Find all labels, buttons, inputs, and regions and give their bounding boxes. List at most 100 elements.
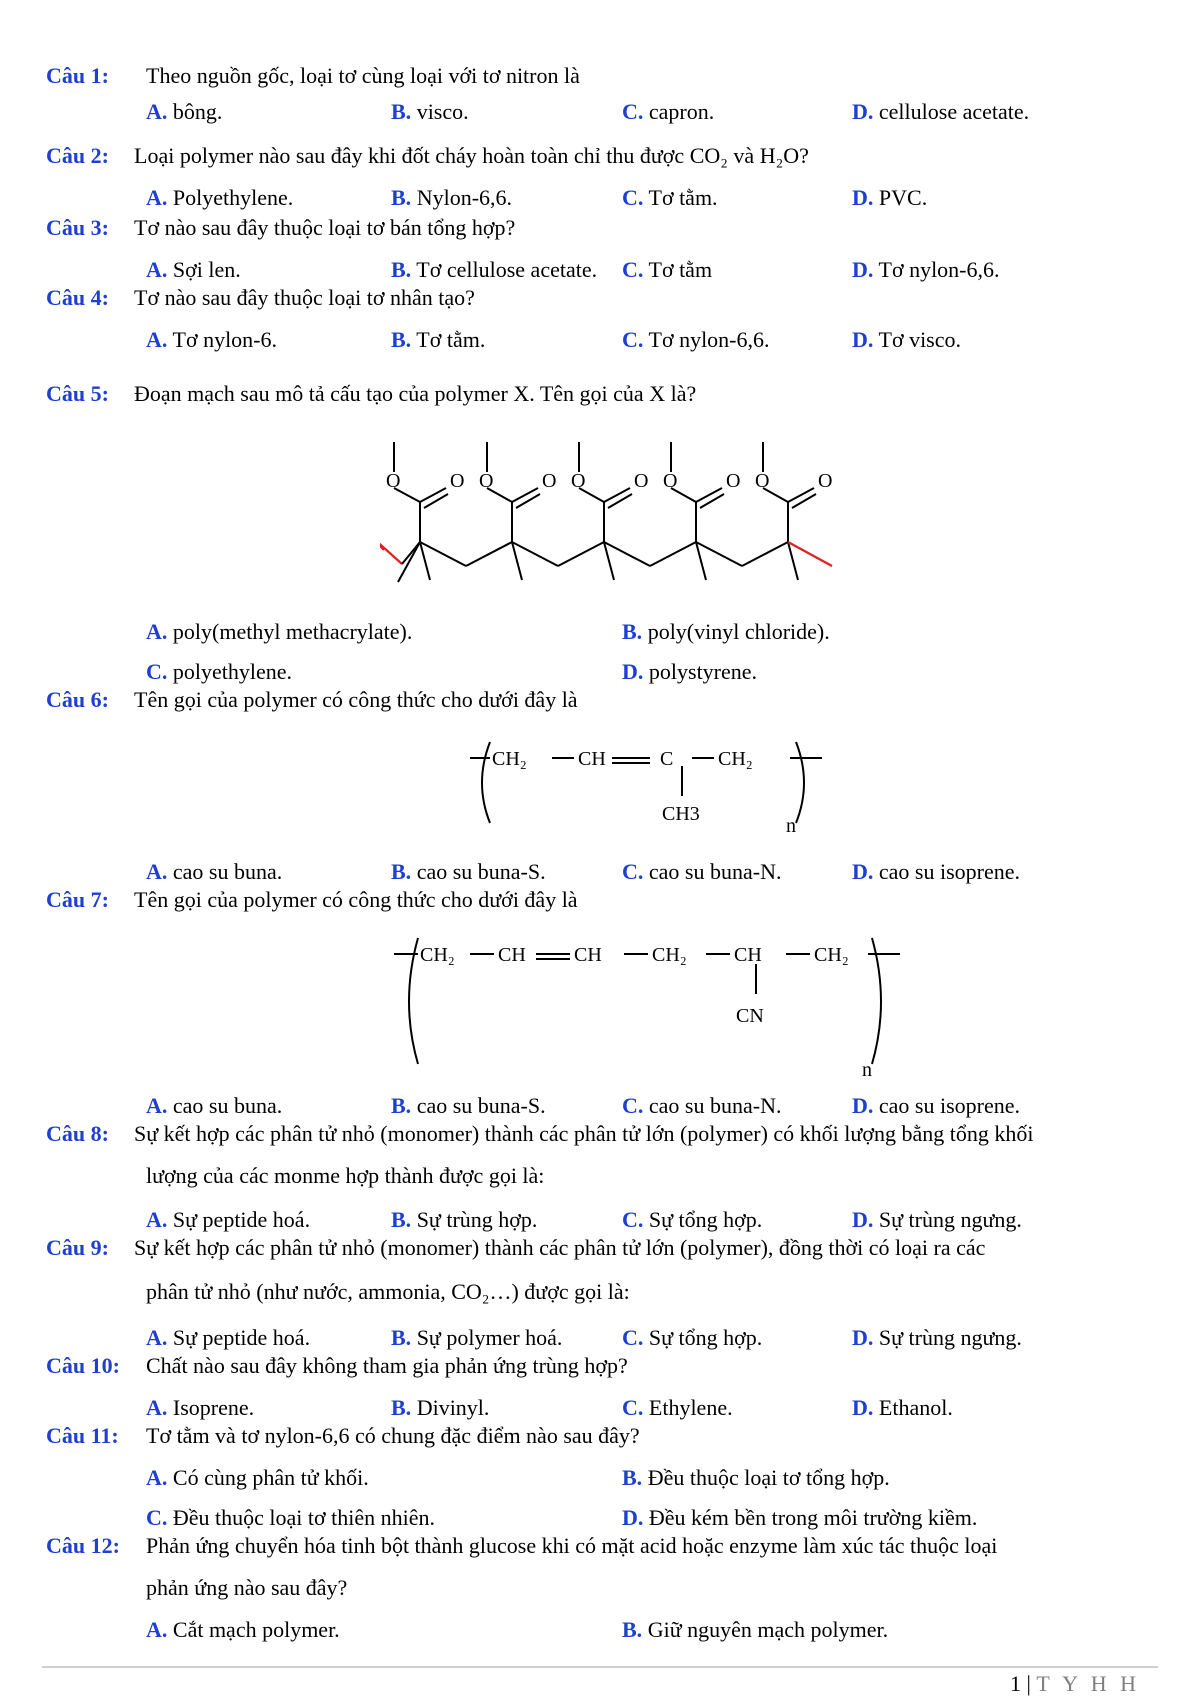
- option-c[interactable]: C. capron.: [622, 99, 715, 124]
- option-a[interactable]: A. Sợi len.: [146, 257, 241, 282]
- option-a[interactable]: A. Sự peptide hoá.: [146, 1207, 311, 1232]
- svg-text:CH: CH: [574, 944, 602, 966]
- question-3: Câu 3: Tơ nào sau đây thuộc loại tơ bán t…: [46, 214, 515, 242]
- question-8: Câu 8:Sự kết hợp các phân tử nhỏ (monome…: [46, 1120, 1033, 1148]
- option-c[interactable]: C. Sự tổng hợp.: [622, 1207, 763, 1232]
- option-b[interactable]: B. Tơ cellulose acetate.: [391, 257, 598, 282]
- option-a[interactable]: A. Có cùng phân tử khối.: [146, 1465, 369, 1490]
- svg-text:CH: CH: [734, 944, 762, 966]
- svg-text:CH: CH: [498, 944, 526, 966]
- svg-text:O: O: [450, 470, 464, 492]
- footer-separator: |: [1026, 1671, 1031, 1696]
- option-b[interactable]: B. Sự trùng hợp.: [391, 1207, 538, 1232]
- option-b[interactable]: B. Sự polymer hoá.: [391, 1325, 563, 1350]
- option-a[interactable]: A. cao su buna.: [146, 1093, 283, 1118]
- question-number: Câu 12:: [46, 1533, 120, 1558]
- option-b[interactable]: B. Giữ nguyên mạch polymer.: [622, 1617, 889, 1642]
- question-number: Câu 2:: [46, 143, 109, 168]
- option-b[interactable]: B. Đều thuộc loại tơ tổng hợp.: [622, 1465, 890, 1490]
- option-d[interactable]: D. Ethanol.: [852, 1395, 953, 1420]
- option-c[interactable]: C. cao su buna-N.: [622, 1093, 782, 1118]
- option-d[interactable]: D. Sự trùng ngưng.: [852, 1325, 1022, 1350]
- option-b[interactable]: B. Nylon-6,6.: [391, 185, 513, 210]
- question-12: Câu 12: Phản ứng chuyển hóa tinh bột thàn…: [46, 1532, 997, 1560]
- option-d[interactable]: D. Đều kém bền trong môi trường kiềm.: [622, 1505, 978, 1530]
- option-d[interactable]: D. cao su isoprene.: [852, 859, 1021, 884]
- question-text-continued: phân tử nhỏ (như nước, ammonia, CO₂…) đư…: [146, 1279, 630, 1304]
- question-text: Đoạn mạch sau mô tả cấu tạo của polymer …: [134, 381, 697, 406]
- question-1: Câu 1:Theo nguồn gốc, loại tơ cùng loại …: [46, 62, 580, 90]
- question-text: Tơ nào sau đây thuộc loại tơ nhân tạo?: [134, 285, 475, 310]
- question-number: Câu 9:: [46, 1235, 109, 1260]
- footer-divider: [42, 1666, 1158, 1668]
- svg-text:CN: CN: [736, 1005, 764, 1027]
- option-b[interactable]: B. poly(vinyl chloride).: [622, 619, 830, 644]
- option-d[interactable]: D. PVC.: [852, 185, 928, 210]
- buna-n-rubber-formula: CH₂ CH CH CH₂ CH CH₂ CN n: [394, 937, 900, 1081]
- option-a[interactable]: A. cao su buna.: [146, 859, 283, 884]
- question-number: Câu 8:: [46, 1121, 109, 1146]
- option-c[interactable]: C. Tơ tằm: [622, 257, 713, 282]
- question-number: Câu 4:: [46, 285, 109, 310]
- question-number: Câu 3:: [46, 215, 109, 240]
- question-4: Câu 4: Tơ nào sau đây thuộc loại tơ nhân …: [46, 284, 475, 312]
- svg-text:CH₂: CH₂: [718, 748, 753, 770]
- option-c[interactable]: C. cao su buna-N.: [622, 859, 782, 884]
- question-10: Câu 10: Chất nào sau đây không tham gia p…: [46, 1352, 628, 1380]
- svg-text:CH3: CH3: [662, 803, 700, 825]
- option-a[interactable]: A. Polyethylene.: [146, 185, 294, 210]
- question-text: Tên gọi của polymer có công thức cho dướ…: [134, 687, 578, 712]
- page-number: 1: [1010, 1671, 1022, 1696]
- option-b[interactable]: B. cao su buna-S.: [391, 859, 546, 884]
- option-b[interactable]: B. cao su buna-S.: [391, 1093, 546, 1118]
- option-b[interactable]: B. visco.: [391, 99, 469, 124]
- svg-text:O: O: [571, 470, 585, 492]
- option-d[interactable]: D. cao su isoprene.: [852, 1093, 1021, 1118]
- question-text-continued: lượng của các monme hợp thành được gọi l…: [146, 1163, 545, 1188]
- option-c[interactable]: C. polyethylene.: [146, 659, 293, 684]
- option-d[interactable]: D. Tơ visco.: [852, 327, 962, 352]
- option-c[interactable]: C. Đều thuộc loại tơ thiên nhiên.: [146, 1505, 436, 1530]
- option-d[interactable]: D. Sự trùng ngưng.: [852, 1207, 1022, 1232]
- svg-text:O: O: [386, 470, 400, 492]
- option-c[interactable]: C. Ethylene.: [622, 1395, 733, 1420]
- svg-text:O: O: [726, 470, 740, 492]
- option-a[interactable]: A. Cắt mạch polymer.: [146, 1617, 340, 1642]
- option-d[interactable]: D. cellulose acetate.: [852, 99, 1030, 124]
- isoprene-rubber-formula: CH₂ CH C CH₂ CH3 n: [470, 741, 822, 837]
- svg-text:O: O: [634, 470, 648, 492]
- svg-text:CH₂: CH₂: [814, 944, 849, 966]
- svg-text:CH₂: CH₂: [652, 944, 687, 966]
- option-c[interactable]: C. Tơ tằm.: [622, 185, 718, 210]
- question-text: Sự kết hợp các phân tử nhỏ (monomer) thà…: [134, 1235, 986, 1260]
- svg-text:O: O: [663, 470, 677, 492]
- option-b[interactable]: B. Tơ tằm.: [391, 327, 486, 352]
- option-d[interactable]: D. polystyrene.: [622, 659, 758, 684]
- svg-text:n: n: [862, 1059, 872, 1081]
- svg-text:CH: CH: [578, 748, 606, 770]
- option-a[interactable]: A. Isoprene.: [146, 1395, 255, 1420]
- option-a[interactable]: A. poly(methyl methacrylate).: [146, 619, 413, 644]
- polymer-x-structure-diagram: O O O O O O O O O O: [380, 442, 833, 583]
- option-d[interactable]: D. Tơ nylon-6,6.: [852, 257, 1000, 282]
- question-number: Câu 10:: [46, 1353, 120, 1378]
- question-number: Câu 6:: [46, 687, 109, 712]
- question-text: Chất nào sau đây không tham gia phản ứng…: [146, 1353, 628, 1378]
- question-7: Câu 7:Tên gọi của polymer có công thức c…: [46, 886, 578, 914]
- option-a[interactable]: A. bông.: [146, 99, 223, 124]
- svg-text:n: n: [786, 815, 796, 837]
- question-2: Câu 2: Loại polymer nào sau đây khi đốt c…: [46, 142, 809, 170]
- svg-text:C: C: [660, 748, 673, 770]
- question-text: Tơ nào sau đây thuộc loại tơ bán tổng hợ…: [134, 215, 516, 240]
- svg-text:O: O: [542, 470, 556, 492]
- option-c[interactable]: C. Tơ nylon-6,6.: [622, 327, 770, 352]
- question-text: Phản ứng chuyển hóa tinh bột thành gluco…: [146, 1533, 998, 1558]
- option-b[interactable]: B. Divinyl.: [391, 1395, 490, 1420]
- option-c[interactable]: C. Sự tổng hợp.: [622, 1325, 763, 1350]
- option-a[interactable]: A. Sự peptide hoá.: [146, 1325, 311, 1350]
- question-6: Câu 6: Tên gọi của polymer có công thức c…: [46, 686, 578, 714]
- footer-brand: T Y H H: [1036, 1671, 1140, 1696]
- option-a[interactable]: A. Tơ nylon-6.: [146, 327, 278, 352]
- question-text: Loại polymer nào sau đây khi đốt cháy ho…: [134, 143, 809, 168]
